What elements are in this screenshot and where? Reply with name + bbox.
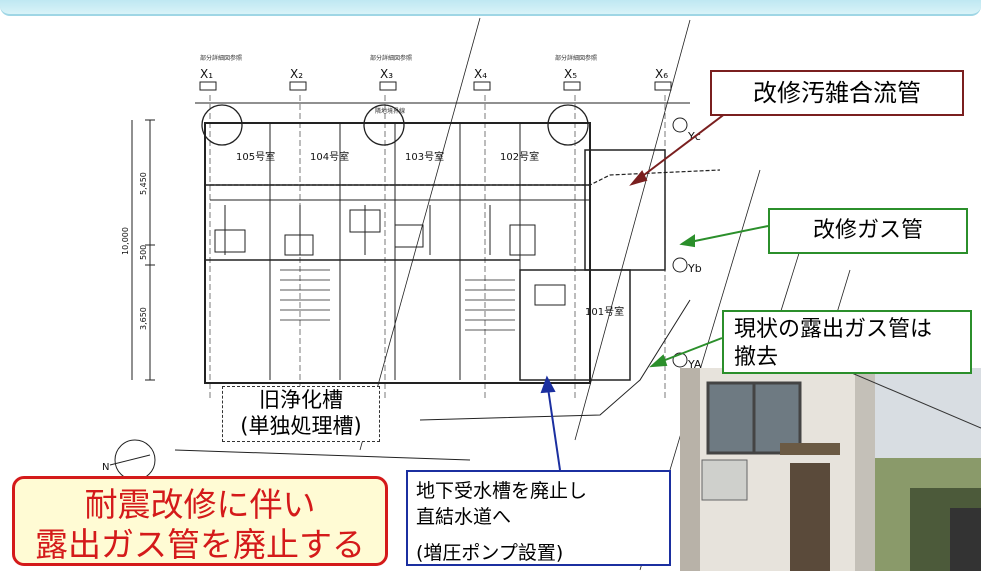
old-tank-line-1: 旧浄化槽 bbox=[259, 388, 343, 412]
boundary-label: 隣地境界線 bbox=[375, 107, 405, 115]
grid-label-x1: X₁ bbox=[200, 67, 213, 81]
gas-old-arrow bbox=[659, 337, 723, 363]
dim-500: 500 bbox=[139, 245, 148, 260]
gas-pipe-old-callout: 現状の露出ガス管は 撤去 bbox=[722, 310, 972, 374]
dim-5450: 5,450 bbox=[139, 172, 148, 195]
dim-10000: 10,000 bbox=[121, 227, 130, 255]
room-104: 104号室 bbox=[310, 150, 349, 163]
grid-label-ya: YA bbox=[687, 358, 702, 371]
detail-note-1: 部分詳細図参照 bbox=[200, 54, 242, 62]
old-tank-line-2: (単独処理槽) bbox=[240, 414, 362, 438]
grid-label-x2: X₂ bbox=[290, 67, 303, 81]
sewer-arrow bbox=[639, 109, 731, 179]
main-notice-callout: 耐震改修に伴い 露出ガス管を廃止する bbox=[12, 476, 388, 566]
grid-label-yb: Yb bbox=[687, 262, 702, 275]
detail-note-3: 部分詳細図参照 bbox=[555, 54, 597, 62]
title-band bbox=[0, 0, 981, 16]
gas-old-line-1: 現状の露出ガス管は bbox=[734, 317, 933, 342]
building-photo bbox=[680, 368, 981, 571]
main-line-1: 耐震改修に伴い bbox=[84, 485, 316, 524]
water-line-1: 地下受水槽を廃止し bbox=[416, 480, 588, 502]
grid-label-x6: X₆ bbox=[655, 67, 668, 81]
gas-new-arrow bbox=[689, 225, 769, 243]
water-line-2: 直結水道へ bbox=[416, 506, 512, 528]
grid-label-x5: X₅ bbox=[564, 67, 577, 81]
dim-3650: 3,650 bbox=[139, 307, 148, 330]
room-105: 105号室 bbox=[236, 150, 275, 163]
old-septic-tank-label: 旧浄化槽 (単独処理槽) bbox=[222, 386, 380, 442]
room-102: 102号室 bbox=[500, 150, 539, 163]
main-line-2: 露出ガス管を廃止する bbox=[35, 525, 365, 564]
room-103: 103号室 bbox=[405, 150, 444, 163]
water-arrow bbox=[547, 387, 561, 471]
gas-old-line-2: 撤去 bbox=[734, 345, 779, 370]
sewer-pipe-callout: 改修汚雑合流管 bbox=[710, 70, 964, 116]
building-outline bbox=[204, 122, 591, 384]
detail-note-2: 部分詳細図参照 bbox=[370, 54, 412, 62]
room-101: 101号室 bbox=[585, 305, 624, 318]
grid-label-x4: X₄ bbox=[474, 67, 487, 81]
water-line-3: (増圧ポンプ設置) bbox=[416, 542, 564, 564]
gas-pipe-new-callout: 改修ガス管 bbox=[768, 208, 968, 254]
water-tank-callout: 地下受水槽を廃止し 直結水道へ (増圧ポンプ設置) bbox=[406, 470, 671, 566]
north-label: N bbox=[102, 462, 109, 473]
grid-label-x3: X₃ bbox=[380, 67, 393, 81]
